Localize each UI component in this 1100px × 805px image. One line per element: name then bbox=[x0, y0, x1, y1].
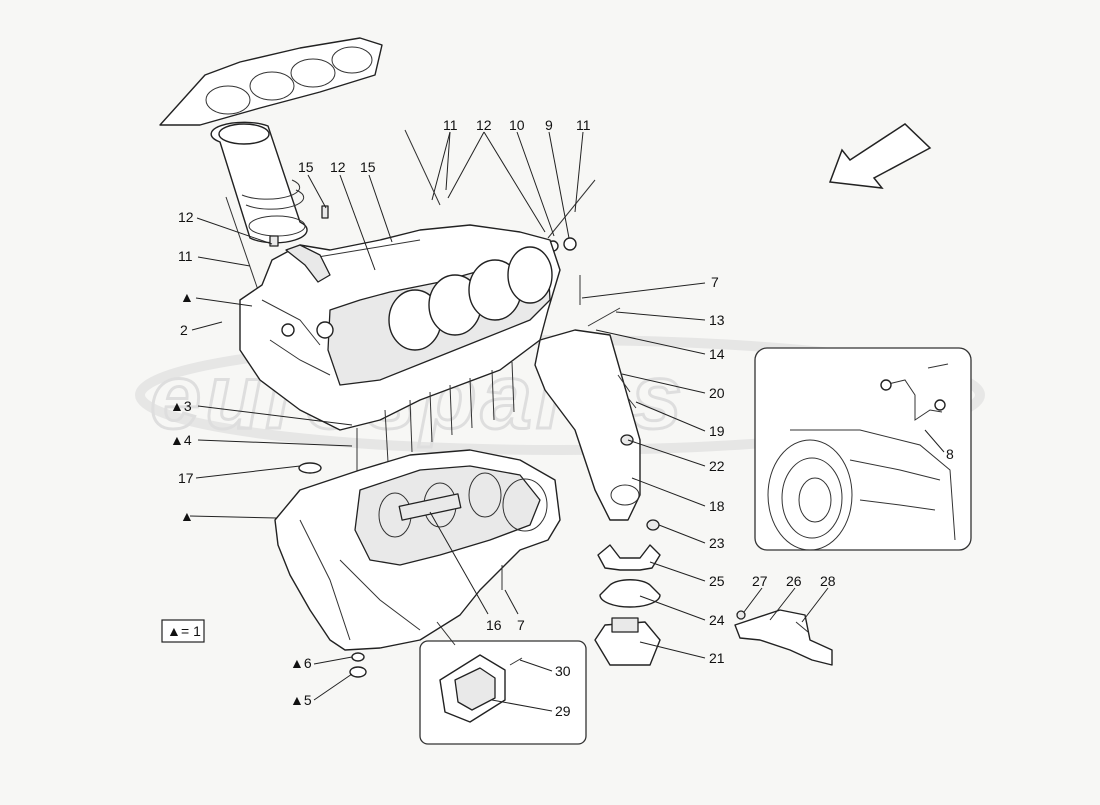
callout-15-b: 15 bbox=[360, 159, 376, 175]
callout-11-c: 11 bbox=[178, 248, 193, 264]
callout-25: 25 bbox=[709, 573, 725, 589]
callout-23: 23 bbox=[709, 535, 725, 551]
callout-10: 10 bbox=[509, 117, 525, 133]
callout-27: 27 bbox=[752, 573, 768, 589]
callout-24: 24 bbox=[709, 612, 725, 628]
callout-18: 18 bbox=[709, 498, 725, 514]
oil-pump-inset bbox=[419, 621, 587, 745]
callout-4: ▲4 bbox=[170, 432, 192, 448]
head-gasket bbox=[159, 37, 383, 126]
callout-7-a: 7 bbox=[711, 274, 719, 290]
callout-12-b: 12 bbox=[330, 159, 346, 175]
callout-11-b: 11 bbox=[576, 117, 591, 133]
callout-26: 26 bbox=[786, 573, 802, 589]
callout-8: 8 bbox=[946, 446, 954, 462]
triangle-marker-icon: ▲ bbox=[167, 623, 181, 639]
callout-22: 22 bbox=[709, 458, 725, 474]
leader-lines bbox=[189, 131, 945, 712]
callout-14: 14 bbox=[709, 346, 725, 362]
engine-mount-bracket bbox=[534, 275, 661, 666]
callout-12-c: 12 bbox=[178, 209, 194, 225]
callout-30: 30 bbox=[555, 663, 571, 679]
callout-16: 16 bbox=[486, 617, 502, 633]
callout-21: 21 bbox=[709, 650, 725, 666]
callout-6: ▲6 bbox=[290, 655, 312, 671]
callout-17: 17 bbox=[178, 470, 194, 486]
callout-5: ▲5 bbox=[290, 692, 312, 708]
direction-arrow-icon bbox=[828, 123, 932, 189]
callout-28: 28 bbox=[820, 573, 836, 589]
callout-11-a: 11 bbox=[443, 117, 458, 133]
callout-labels: 11 12 10 9 11 15 12 15 12 11 ▲ 2 7 13 14… bbox=[170, 117, 954, 719]
callout-7-b: 7 bbox=[517, 617, 525, 633]
callout-triangle-b: ▲ bbox=[180, 508, 194, 524]
bracket-26 bbox=[734, 609, 833, 666]
upper-crankcase bbox=[239, 224, 561, 431]
callout-triangle-a: ▲ bbox=[180, 289, 194, 305]
callout-20: 20 bbox=[709, 385, 725, 401]
callout-19: 19 bbox=[709, 423, 725, 439]
callout-9: 9 bbox=[545, 117, 553, 133]
callout-15-a: 15 bbox=[298, 159, 314, 175]
cylinder-liner bbox=[210, 121, 308, 244]
callout-12-a: 12 bbox=[476, 117, 492, 133]
callout-29: 29 bbox=[555, 703, 571, 719]
legend-text: = 1 bbox=[181, 623, 201, 639]
legend-box: ▲ = 1 bbox=[161, 619, 205, 643]
callout-3: ▲3 bbox=[170, 398, 192, 414]
transmission-inset bbox=[754, 347, 972, 551]
callout-13: 13 bbox=[709, 312, 725, 328]
callout-2: 2 bbox=[180, 322, 188, 338]
